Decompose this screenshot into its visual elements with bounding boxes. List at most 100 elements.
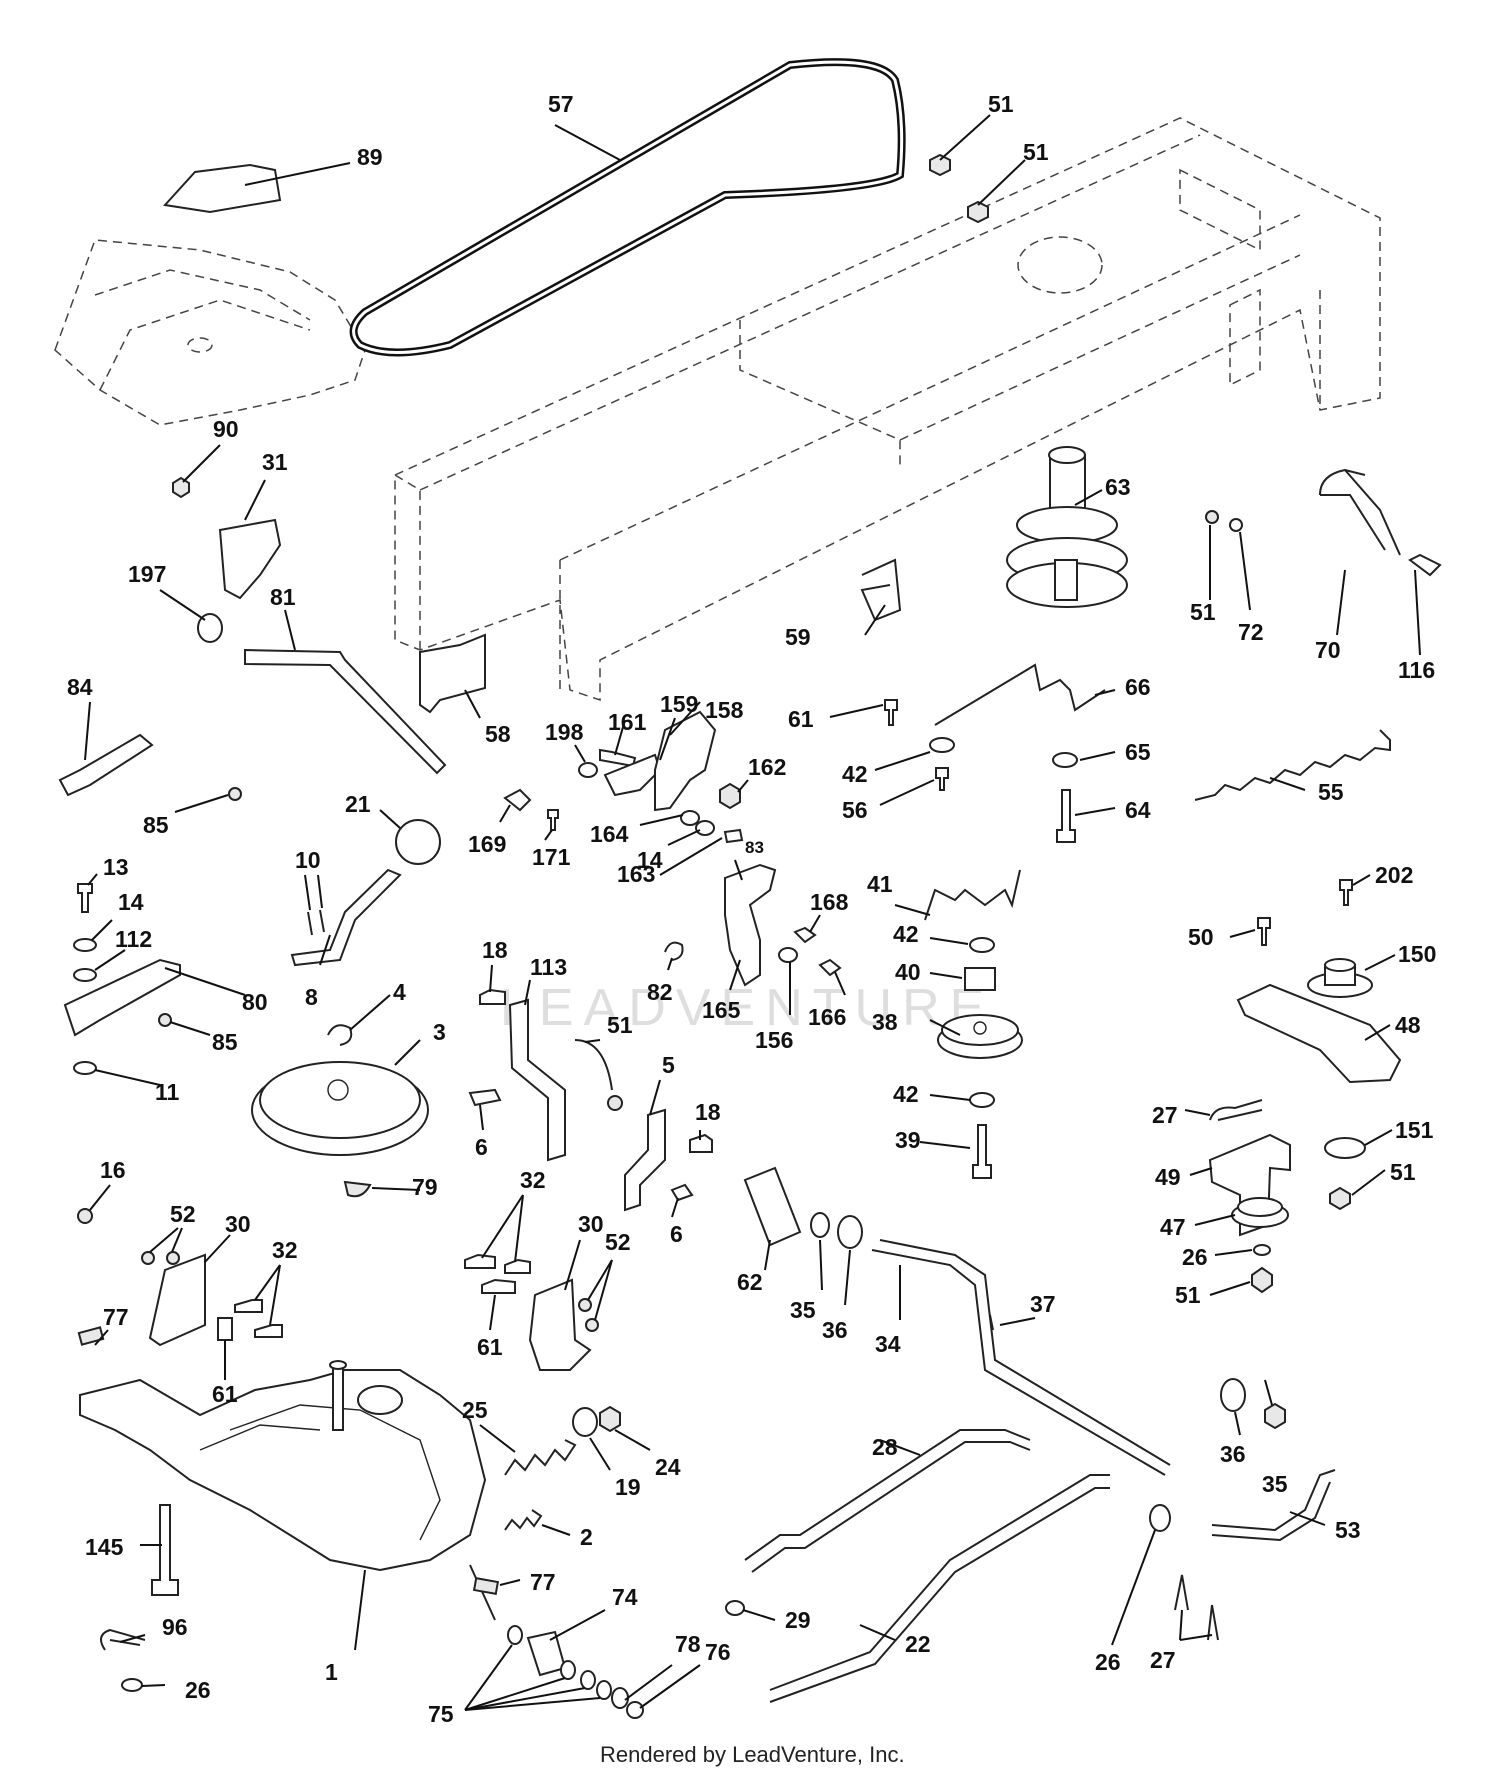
spring-55 (1194, 729, 1391, 801)
footer-credit: Rendered by LeadVenture, Inc. (600, 1742, 905, 1767)
nut-51-right-bottom (1251, 1266, 1273, 1294)
transaxle-1 (79, 1360, 496, 1621)
callout-116: 116 (1398, 657, 1435, 683)
callout-29: 29 (785, 1607, 811, 1633)
bolt-61-mid (481, 1278, 516, 1294)
washer-35-mid (810, 1212, 830, 1238)
callout-8: 8 (305, 984, 318, 1010)
callout-61: 61 (212, 1381, 238, 1407)
rod-53-lower (1211, 1481, 1331, 1542)
clip-4 (327, 1024, 353, 1046)
callout-14: 14 (637, 847, 663, 873)
callout-56: 56 (842, 797, 868, 823)
callout-18: 18 (482, 937, 508, 963)
callout-113: 113 (530, 954, 567, 980)
wire-41 (924, 869, 1021, 921)
spacer-74 (526, 1630, 567, 1677)
washer-14-left (73, 938, 97, 952)
nut-51-top-1 (929, 153, 951, 177)
callout-51: 51 (1175, 1282, 1201, 1308)
bracket-30-left (148, 1253, 206, 1347)
callout-112: 112 (115, 926, 152, 952)
washer-26-left (121, 1678, 143, 1692)
callout-77: 77 (530, 1569, 556, 1595)
spacer-40 (964, 967, 996, 991)
link-159 (603, 753, 662, 797)
nut-90 (172, 476, 190, 499)
link-84 (58, 733, 154, 797)
callout-52: 52 (605, 1229, 631, 1255)
washer-112 (73, 968, 97, 982)
callout-77: 77 (103, 1304, 129, 1330)
bolt-163 (723, 828, 744, 844)
callout-51: 51 (1023, 139, 1049, 165)
bolt-13 (77, 883, 93, 913)
leader-lines (84, 114, 1421, 1711)
callout-96: 96 (162, 1614, 188, 1640)
lever-8 (290, 868, 402, 967)
callout-51: 51 (988, 91, 1014, 117)
washer-26-right (1253, 1244, 1271, 1256)
washer-151 (1324, 1137, 1366, 1159)
drive-belt (349, 58, 906, 357)
bolt-18-left (479, 988, 506, 1005)
bolt-18-right (689, 1133, 713, 1153)
bolt-39 (972, 1124, 992, 1179)
pulley-63 (1006, 446, 1128, 608)
callout-198: 198 (545, 719, 584, 745)
pin-10-1 (307, 911, 313, 936)
callout-169: 169 (468, 831, 506, 857)
washer-42-mid (969, 937, 995, 953)
callout-159: 159 (660, 691, 698, 717)
bracket-48 (1236, 983, 1402, 1084)
bolt-116 (1408, 553, 1442, 577)
nut-162 (719, 782, 741, 810)
washer-75-4 (596, 1680, 612, 1700)
callout-72: 72 (1238, 619, 1264, 645)
callout-161: 161 (608, 709, 647, 735)
spring-25 (504, 1439, 577, 1476)
washer-75-2 (560, 1660, 576, 1680)
tractor-frame-outline (394, 117, 1381, 702)
callout-82: 82 (647, 979, 673, 1005)
rod-22 (769, 1474, 1110, 1691)
nut-16 (77, 1208, 93, 1224)
bolt-61-right (884, 699, 898, 726)
callout-16: 16 (100, 1157, 126, 1183)
callout-19: 19 (615, 1474, 641, 1500)
callout-163: 163 (617, 861, 655, 887)
bolt-32-left-1 (234, 1299, 263, 1313)
callout-10: 10 (295, 847, 321, 873)
callout-18: 18 (695, 1099, 721, 1125)
callout-36: 36 (1220, 1441, 1246, 1467)
callout-83: 83 (745, 838, 764, 857)
strap-51-mid (574, 1039, 613, 1091)
callout-75: 75 (428, 1701, 454, 1727)
callout-51: 51 (1190, 599, 1216, 625)
pulley-38 (937, 1014, 1023, 1059)
bolt-50 (1257, 917, 1271, 946)
washer-78 (611, 1687, 629, 1709)
key-77-mid (472, 1577, 500, 1595)
callout-51: 51 (607, 1012, 633, 1038)
callout-151: 151 (1395, 1117, 1434, 1143)
callout-38: 38 (872, 1009, 898, 1035)
callout-27: 27 (1152, 1102, 1178, 1128)
callout-51: 51 (1390, 1159, 1416, 1185)
callout-2: 2 (580, 1524, 593, 1550)
callout-47: 47 (1160, 1214, 1186, 1240)
callout-53: 53 (1335, 1517, 1361, 1543)
callout-26: 26 (1095, 1649, 1121, 1675)
wire-clip-59 (860, 558, 902, 622)
callout-168: 168 (810, 889, 849, 915)
callout-48: 48 (1395, 1012, 1421, 1038)
bolt-32-mid-2 (504, 1258, 531, 1274)
nut-35-right (1264, 1402, 1286, 1430)
bolt-56 (935, 767, 949, 791)
callout-14: 14 (118, 889, 144, 915)
callout-74: 74 (612, 1584, 638, 1610)
washer-36-mid (837, 1215, 863, 1249)
shaft-34 (871, 1249, 1166, 1476)
callout-162: 162 (748, 754, 786, 780)
